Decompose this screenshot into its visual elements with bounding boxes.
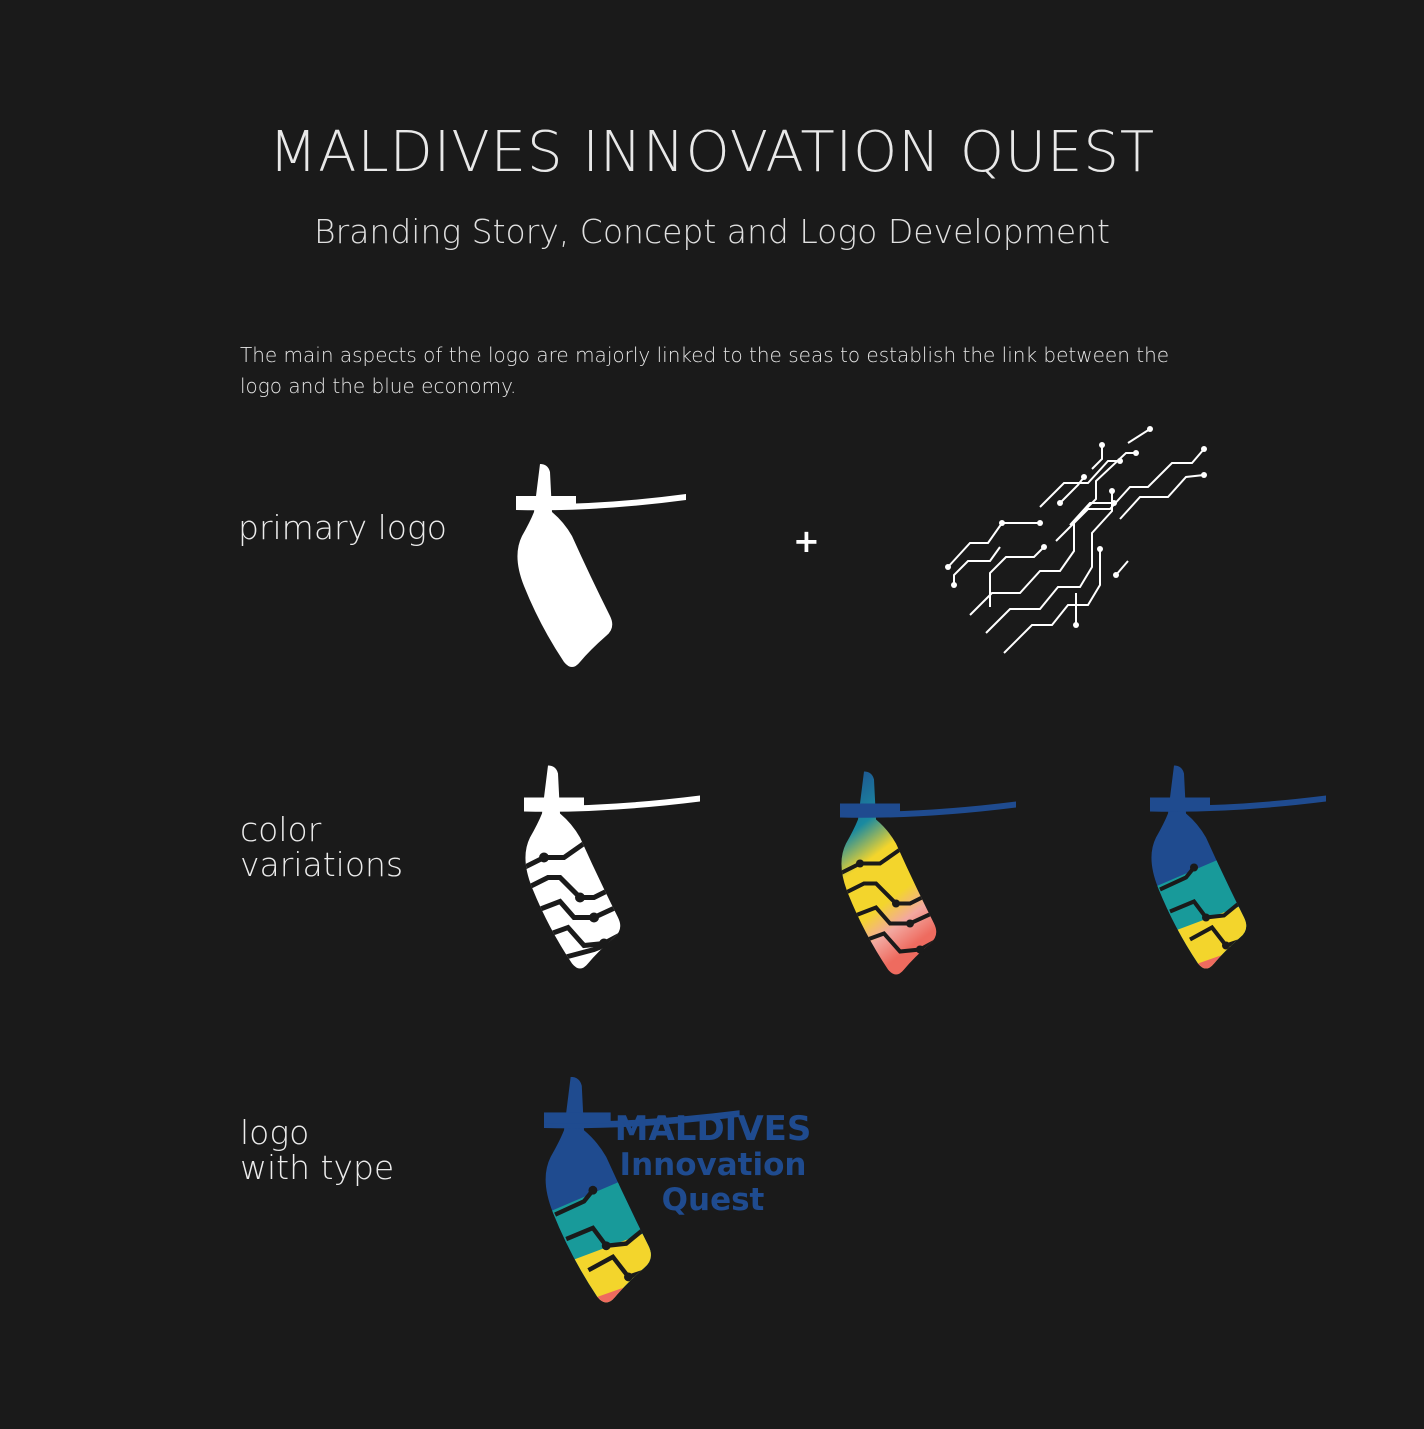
gradient-variation-logo-icon	[840, 771, 1016, 975]
page-title: MALDIVES INNOVATION QUEST	[268, 120, 1156, 185]
label-type-line1: logo	[240, 1113, 310, 1152]
plus-sign: +	[793, 522, 820, 560]
label-color-variations: color variations	[240, 812, 403, 882]
page-subtitle: Branding Story, Concept and Logo Develop…	[314, 212, 1110, 251]
intro-text: The main aspects of the logo are majorly…	[240, 343, 1170, 398]
primary-horn-logo-icon	[516, 464, 686, 667]
label-type-line2: with type	[240, 1148, 395, 1187]
label-color-line1: color	[240, 810, 322, 849]
logo-wordmark: MALDIVES Innovation Quest	[598, 1110, 828, 1218]
type-logo-horn-icon	[544, 1076, 740, 1303]
wordmark-line3: Quest	[661, 1182, 765, 1218]
wordmark-line2: Innovation	[619, 1147, 807, 1183]
wordmark-line1: MALDIVES	[614, 1109, 812, 1149]
circuit-lines-icon	[945, 426, 1207, 654]
label-color-line2: variations	[240, 845, 404, 884]
banded-variation-logo-icon	[1150, 765, 1326, 969]
label-primary-logo: primary logo	[238, 508, 447, 547]
white-variation-logo-icon	[524, 765, 700, 969]
label-logo-with-type: logo with type	[240, 1115, 394, 1185]
